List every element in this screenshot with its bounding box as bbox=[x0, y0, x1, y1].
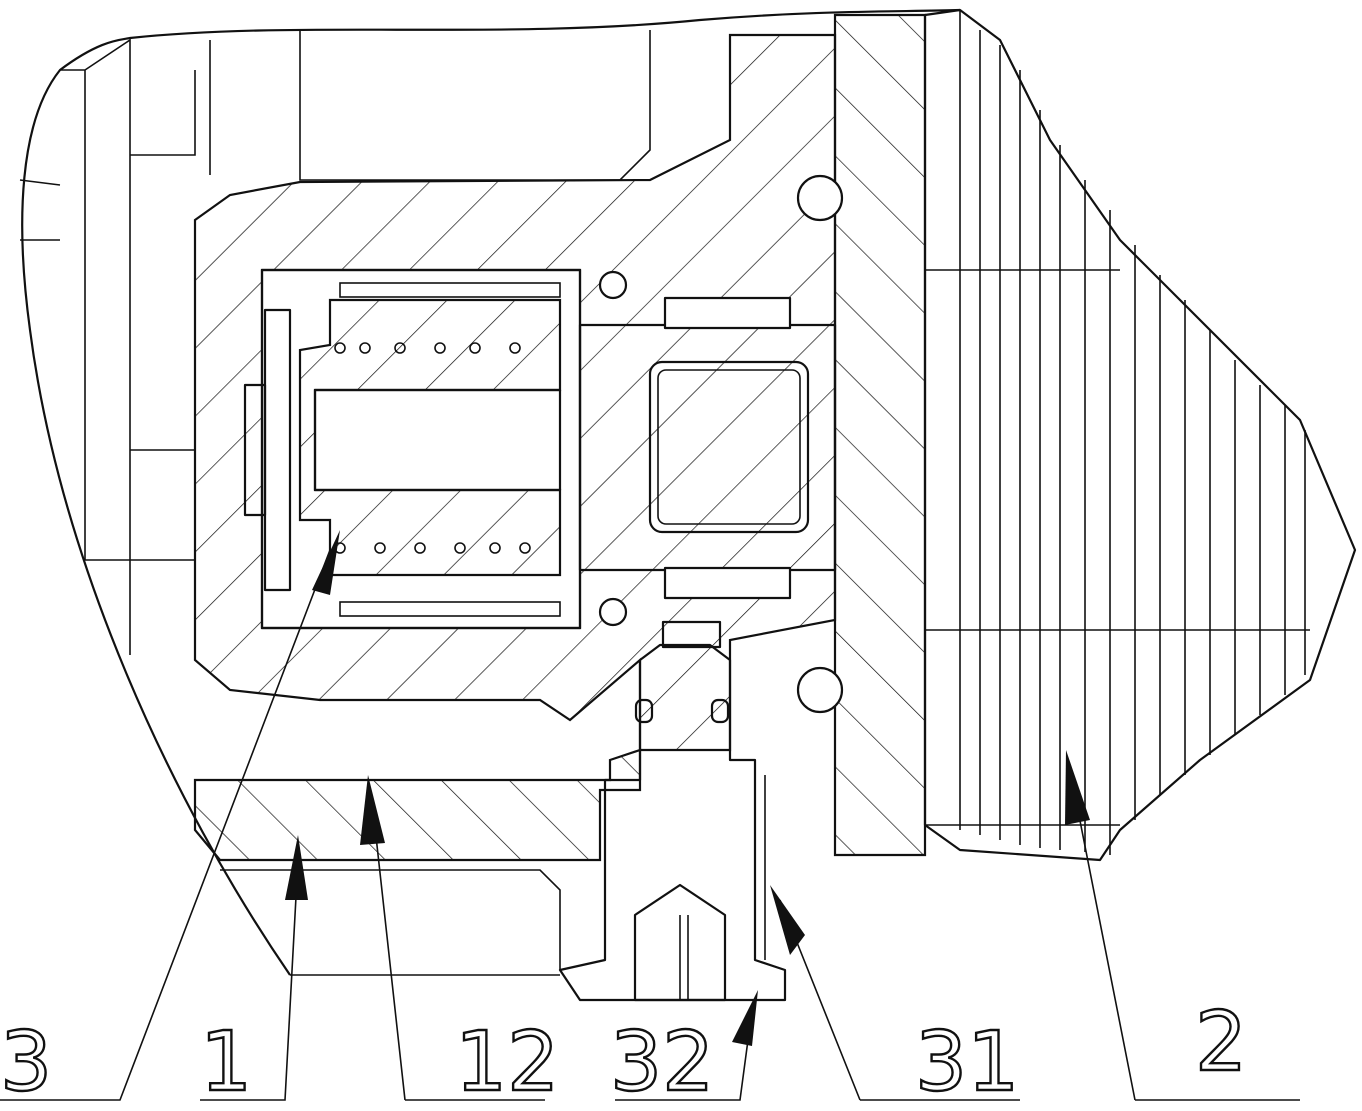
label-1: 1 bbox=[200, 1015, 252, 1110]
label-12: 12 bbox=[455, 1015, 559, 1110]
housing-lower-flange bbox=[193, 748, 642, 862]
cooling-fins bbox=[925, 10, 1310, 855]
plug-part-32 bbox=[558, 643, 787, 1002]
o-rings bbox=[598, 174, 844, 714]
finned-body-part-2 bbox=[923, 8, 1357, 862]
label-32: 32 bbox=[610, 1015, 714, 1110]
label-2: 2 bbox=[1195, 995, 1247, 1090]
end-wall bbox=[833, 13, 927, 857]
arrowheads bbox=[285, 530, 1090, 1046]
leader-lines bbox=[0, 549, 1300, 1101]
label-3: 3 bbox=[0, 1015, 52, 1110]
outer-break-line bbox=[21, 8, 961, 976]
label-31: 31 bbox=[915, 1015, 1019, 1110]
square-window bbox=[648, 360, 810, 534]
